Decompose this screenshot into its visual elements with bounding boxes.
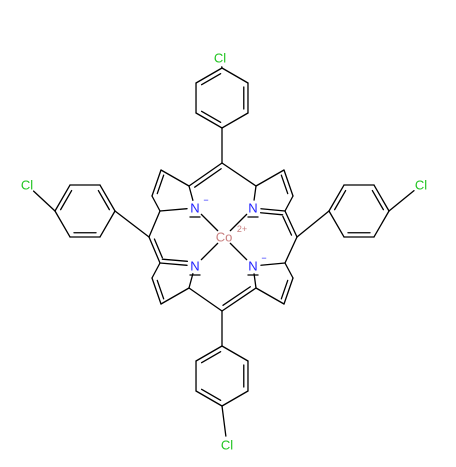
meso-bottom-right-bond-inner [222,286,251,306]
pyrrole-bottom-left-n-alpha-bond [159,262,188,266]
pyrrole-bottom-left-alpha-beta-bond [151,262,161,279]
pyrrole-top-right-beta-beta-bond [283,169,294,197]
pyrrole-bottom-right-n-alpha-bond [260,262,286,266]
meso-right-bottom-bond [284,236,298,264]
chlorine-label-top: Cl [214,51,226,66]
pyrrole-bottom-right-beta-beta-bond [283,277,294,305]
chlorine-label-left: Cl [21,178,33,193]
chlorine-label-bottom: Cl [221,438,233,453]
meso-bottom-left-bond [188,287,223,312]
cobalt-charge: 2+ [237,224,247,234]
coordination-bond-n1 [200,213,219,232]
pyrrole-top-left-alpha-n-bond [159,208,188,212]
left-aryl-ring-bond-inner [97,189,111,211]
left-aryl-cl-bond [32,190,56,212]
pyrrole-top-right-imine-inner [259,212,284,216]
pyrrole-top-left-alpha-beta-bond [160,169,190,187]
right-aryl-ring-bond-inner [333,189,347,211]
bottom-aryl-ring-bond-inner [200,350,222,364]
bottom-aryl-ring-bond [195,390,223,407]
coordination-bond-n3 [200,242,219,261]
left-aryl-ring-bond [54,210,71,238]
left-aryl-ring-bond [99,184,116,212]
left-aryl-ring-bond-inner [59,189,73,211]
bond-layer [32,66,415,437]
pyrrole-top-right-beta-alpha-bond [284,195,294,212]
meso-top-left-bond [188,162,223,187]
pyrrole-bottom-left-alpha-n-bond [188,273,194,289]
pyrrole-bottom-right-alpha-beta-bond [284,262,294,279]
pyrrole-bottom-right-beta-alpha-bond [255,287,285,305]
pyrrole-top-right-alpha-n-bond [260,208,286,212]
nitrogen-charge-bottom-right: − [261,253,266,263]
pyrrole-top-left-beta-beta-bond [151,169,162,197]
top-aryl-ring-bond [221,67,249,84]
pyrrole-top-right-n-alpha-bond [253,185,257,201]
meso-right-top-bond-inner [282,215,293,236]
top-aryl-ring-bond [195,112,223,129]
left-aryl-ring-bond [54,184,71,212]
meso-left-top-bond [148,210,161,238]
bottom-aryl-ring-bond [221,390,249,407]
right-aryl-ring-bond [373,184,390,212]
meso-top-right-bond [221,162,257,187]
meso-bottom-right-bond [221,287,257,312]
meso-right-top-bond [284,210,298,238]
bottom-aryl-ring-bond [221,345,249,362]
bottom-aryl-ring-bond-inner [200,388,222,402]
top-aryl-ring-bond-inner [200,110,222,124]
right-aryl-ring-bond [373,210,390,238]
right-aryl-ring-bond [328,210,345,238]
nitrogen-label-bottom-left: N [190,259,199,274]
left-aryl-ring-bond [99,210,116,238]
meso-left-bottom-bond [148,236,161,264]
pyrrole-top-right-alpha-beta-bond [255,169,285,187]
coordination-bond-n2 [229,213,248,232]
nitrogen-label-top-right: N [248,201,257,216]
pyrrole-bottom-left-imine-inner [161,258,189,262]
top-aryl-ring-bond [221,112,249,129]
right-aryl-ring-bond-inner [371,189,385,211]
pyrrole-top-left-beta-beta-bond-inner [156,174,165,195]
right-aryl-ring-bond [328,184,345,212]
pyrrole-bottom-right-alpha-n-bond [253,273,257,289]
nitrogen-label-top-left: N [190,201,199,216]
pyrrole-bottom-left-beta-beta-bond [151,277,162,305]
top-aryl-ring-bond-inner [200,72,222,86]
pyrrole-bottom-right-beta-beta-bond-inner [280,279,289,300]
pyrrole-bottom-left-beta-alpha-bond [160,287,190,305]
pyrrole-top-left-n-alpha-bond [188,185,194,201]
nitrogen-label-bottom-right: N [248,259,257,274]
meso-left-bottom-bond-inner [153,238,163,259]
coordination-bond-layer [189,213,259,276]
coordination-bond-n4 [229,242,248,261]
meso-top-left-bond-inner [194,168,222,188]
pyrrole-top-left-beta-alpha-bond [151,195,161,212]
right-aryl-cl-bond [388,190,415,212]
top-aryl-ring-bond [195,67,223,84]
chlorine-label-right: Cl [415,178,427,193]
bottom-aryl-cl-bond [221,405,227,437]
bottom-aryl-ring-bond [195,345,223,362]
right-aryl-link-bond [296,210,330,238]
left-aryl-link-bond [114,210,150,238]
pyrrole-top-right-beta-beta-bond-inner [280,174,289,195]
nitrogen-charge-top-left: − [203,195,208,205]
pyrrole-bottom-left-beta-beta-bond-inner [156,279,165,300]
cobalt-label: Co [216,230,233,245]
